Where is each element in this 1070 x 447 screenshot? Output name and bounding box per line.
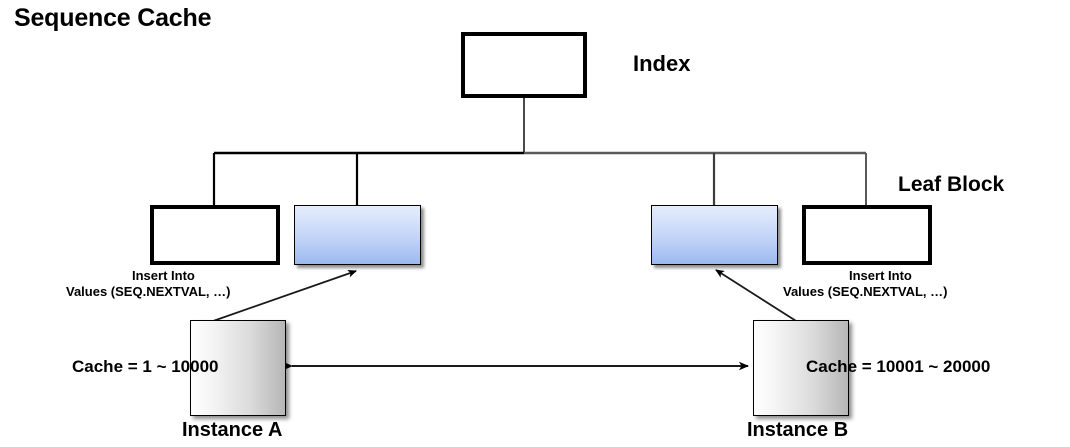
insert-statement-left-line1: Insert Into [132, 268, 195, 283]
leaf-block-label: Leaf Block [898, 173, 1005, 196]
index-block [461, 32, 587, 98]
page-title: Sequence Cache [14, 4, 212, 32]
instance-a-label: Instance A [182, 419, 283, 441]
insert-statement-left: Insert Into Values (SEQ.NEXTVAL, …) [66, 268, 230, 300]
insert-statement-left-line2: Values (SEQ.NEXTVAL, …) [66, 284, 231, 299]
cache-range-instance-a: Cache = 1 ~ 10000 [72, 357, 219, 376]
index-label: Index [633, 51, 691, 76]
leaf-block-white-left [150, 205, 280, 265]
instance-a-block [190, 320, 286, 416]
insert-statement-right-line1: Insert Into [849, 268, 912, 283]
insert-statement-right: Insert Into Values (SEQ.NEXTVAL, …) [783, 268, 947, 300]
cache-range-instance-b: Cache = 10001 ~ 20000 [806, 357, 991, 376]
instance-b-block [753, 320, 849, 416]
leaf-block-blue-left [294, 205, 421, 265]
leaf-block-blue-right [651, 205, 778, 265]
tree-branch-lines [212, 153, 867, 206]
insert-statement-right-line2: Values (SEQ.NEXTVAL, …) [783, 284, 948, 299]
leaf-block-white-right [802, 205, 932, 265]
instance-b-label: Instance B [747, 419, 849, 441]
